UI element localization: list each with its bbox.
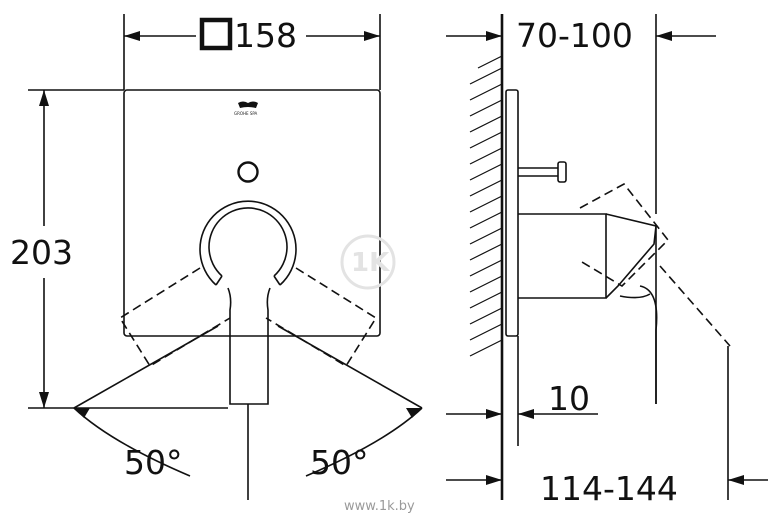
angle-label-right: 50° bbox=[310, 443, 369, 482]
height-dimension-label: 203 bbox=[10, 233, 73, 272]
width-dimension-label: 158 bbox=[234, 16, 297, 55]
front-view: 158 GROHE SPA bbox=[10, 14, 423, 500]
mixer-handle bbox=[199, 200, 297, 405]
watermark-site-text: www.1k.by bbox=[344, 499, 415, 514]
svg-text:GROHE SPA: GROHE SPA bbox=[234, 111, 258, 116]
wall-hatching bbox=[469, 14, 504, 500]
cover-plate bbox=[123, 89, 381, 337]
plate-side bbox=[505, 89, 519, 337]
handle-tilt-dashed bbox=[579, 182, 731, 347]
diverter-button bbox=[237, 161, 259, 183]
depth-dimension-label: 70-100 bbox=[516, 16, 633, 55]
square-symbol bbox=[199, 17, 233, 51]
angle-arc-left bbox=[73, 325, 219, 477]
height-dimension-line bbox=[39, 90, 49, 408]
width-dimension-line bbox=[124, 31, 380, 41]
watermark-logo: 1K bbox=[340, 234, 396, 290]
diverter-knob-side bbox=[518, 161, 567, 183]
total-depth-label: 114-144 bbox=[540, 469, 678, 508]
brand-logo: GROHE SPA bbox=[234, 101, 258, 116]
handle-body-side bbox=[518, 213, 658, 404]
depth-dimension-line bbox=[446, 31, 716, 41]
svg-text:1K: 1K bbox=[351, 248, 390, 278]
side-view: 70-100 10 114-144 bbox=[446, 14, 768, 508]
angle-label-left: 50° bbox=[124, 443, 183, 482]
wall-offset-label: 10 bbox=[548, 379, 590, 418]
wall-offset-dimension-line bbox=[446, 409, 598, 419]
angle-arc-right bbox=[277, 325, 423, 477]
total-depth-dimension-line bbox=[446, 475, 768, 485]
